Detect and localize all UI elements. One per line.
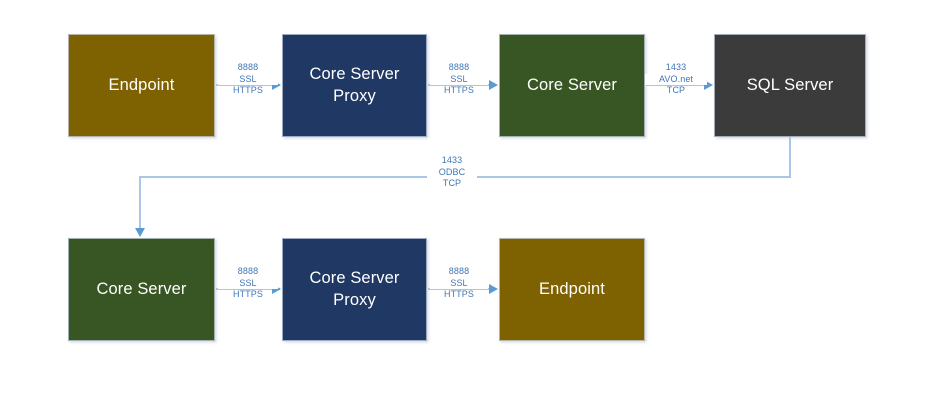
node-label: Endpoint — [108, 75, 175, 94]
connector-label-core-to-proxy-bottom: 8888 SSL HTTPS — [218, 266, 278, 301]
connector-protocol: SSL — [218, 277, 278, 289]
connector-protocol: ODBC — [427, 166, 477, 178]
node-label: Core Server — [96, 279, 187, 298]
connector-arrow-endpoint-to-proxy-top — [272, 80, 281, 90]
node-core-server-proxy-top[interactable]: Core Server Proxy — [282, 34, 427, 137]
connector-port: 8888 — [448, 266, 470, 276]
connector-transport: HTTPS — [443, 289, 474, 299]
node-endpoint-top[interactable]: Endpoint — [68, 34, 215, 137]
connector-port: 8888 — [237, 266, 259, 276]
connector-label-proxy-to-core-top: 8888 SSL HTTPS — [430, 62, 488, 97]
connector-label-proxy-to-endpoint-bottom: 8888 SSL HTTPS — [430, 266, 488, 301]
connector-transport: HTTPS — [443, 85, 474, 95]
connector-line-core-to-sql-top — [646, 84, 705, 86]
connector-line-core-to-proxy-bottom — [216, 288, 280, 290]
node-core-server-top[interactable]: Core Server — [499, 34, 645, 137]
connector-port: 8888 — [237, 62, 259, 72]
connector-transport: TCP — [666, 85, 686, 95]
connector-port: 1433 — [441, 155, 463, 165]
connector-protocol: AVO.net — [645, 73, 707, 85]
connector-line-sql-to-core-down — [139, 176, 141, 229]
connector-label-endpoint-to-proxy-top: 8888 SSL HTTPS — [218, 62, 278, 97]
node-label: Core Server Proxy — [309, 269, 400, 309]
connector-arrow-sql-to-core-bottom — [135, 228, 145, 237]
connector-transport: HTTPS — [232, 85, 263, 95]
node-core-server-proxy-bottom[interactable]: Core Server Proxy — [282, 238, 427, 341]
node-endpoint-bottom[interactable]: Endpoint — [499, 238, 645, 341]
node-label: Core Server Proxy — [309, 65, 400, 105]
connector-line-proxy-to-core-top — [428, 84, 490, 86]
connector-label-core-to-sql-top: 1433 AVO.net TCP — [645, 62, 707, 97]
node-label: Core Server — [526, 75, 618, 94]
connector-arrow-proxy-to-endpoint-bottom — [489, 284, 498, 294]
connector-port: 1433 — [665, 62, 687, 72]
node-label: SQL Server — [746, 75, 834, 94]
connector-protocol: SSL — [430, 73, 488, 85]
connector-arrow-core-to-proxy-bottom — [272, 284, 281, 294]
connector-line-proxy-to-endpoint-bottom — [428, 288, 490, 290]
connector-line-sql-down — [789, 137, 791, 178]
connector-protocol: SSL — [430, 277, 488, 289]
connector-protocol: SSL — [218, 73, 278, 85]
connector-port: 8888 — [448, 62, 470, 72]
connector-arrow-core-to-sql-top — [704, 80, 713, 90]
connector-transport: HTTPS — [232, 289, 263, 299]
connector-line-endpoint-to-proxy-top — [216, 84, 280, 86]
node-core-server-bottom[interactable]: Core Server — [68, 238, 215, 341]
connector-arrow-proxy-to-core-top — [489, 80, 498, 90]
connector-label-sql-to-core-bottom: 1433 ODBC TCP — [427, 155, 477, 190]
node-sql-server[interactable]: SQL Server — [714, 34, 866, 137]
connector-transport: TCP — [442, 178, 462, 188]
node-label: Endpoint — [539, 279, 605, 298]
